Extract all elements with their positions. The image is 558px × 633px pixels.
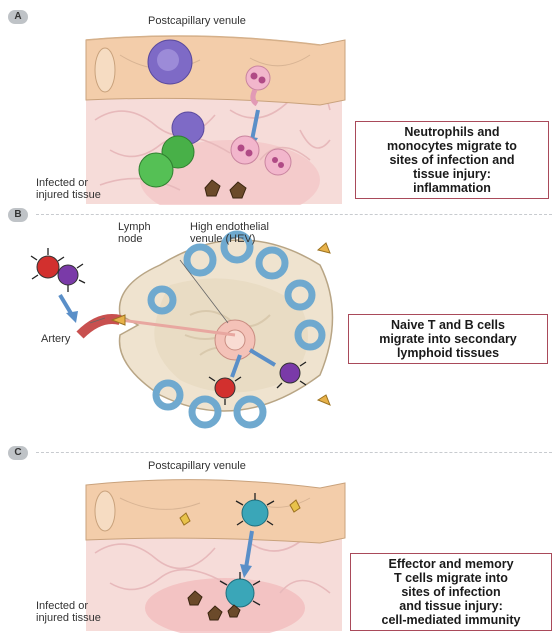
panel-c-caption-line: sites of infection	[382, 585, 521, 599]
panel-c-venule	[86, 480, 345, 543]
hev-label: High endothelial venule (HEV)	[190, 221, 269, 245]
panel-b-caption-line: lymphoid tissues	[379, 346, 517, 360]
memory-t-cell	[226, 579, 254, 607]
t-cell	[215, 378, 235, 398]
panel-b-caption-line: Naive T and B cells	[379, 318, 517, 332]
lymph-node-label-line1: Lymph	[118, 221, 151, 233]
panel-c-tissue-label: Infected or injured tissue	[36, 600, 101, 624]
panel-c-caption-line: Effector and memory	[382, 557, 521, 571]
b-cell	[280, 363, 300, 383]
panel-c-caption: Effector and memory T cells migrate into…	[350, 553, 552, 631]
panel-a-tissue-label-line1: Infected or	[36, 177, 101, 189]
panel-a-caption-line: inflammation	[387, 181, 517, 195]
panel-b: B	[0, 205, 558, 440]
hev-label-line2: venule (HEV)	[190, 233, 269, 245]
panel-a-venule	[86, 36, 345, 105]
artery-label: Artery	[41, 333, 70, 345]
panel-a: A Postcapillary venule	[0, 0, 558, 205]
panel-c-caption-line: and tissue injury:	[382, 599, 521, 613]
panel-a-caption-line: Neutrophils and	[387, 125, 517, 139]
panel-c-caption-line: T cells migrate into	[382, 571, 521, 585]
panel-c-tissue-label-line2: injured tissue	[36, 612, 101, 624]
panel-b-caption-line: migrate into secondary	[379, 332, 517, 346]
panel-a-caption: Neutrophils and monocytes migrate to sit…	[355, 121, 549, 199]
naive-lymphocytes-outside	[31, 248, 85, 292]
panel-c-caption-line: cell-mediated immunity	[382, 613, 521, 627]
panel-a-tissue-label-line2: injured tissue	[36, 189, 101, 201]
hev-label-line1: High endothelial	[190, 221, 269, 233]
panel-a-caption-line: sites of infection and	[387, 153, 517, 167]
panel-a-caption-line: monocytes migrate to	[387, 139, 517, 153]
panel-b-caption: Naive T and B cells migrate into seconda…	[348, 314, 548, 364]
panel-c-tissue-label-line1: Infected or	[36, 600, 101, 612]
neutrophil	[246, 66, 270, 90]
lymph-node-label: Lymph node	[118, 221, 151, 245]
lymph-node-label-line2: node	[118, 233, 151, 245]
effector-t-cell	[242, 500, 268, 526]
panel-a-tissue-label: Infected or injured tissue	[36, 177, 101, 201]
panel-c: C Postcapillary venule	[0, 443, 558, 633]
artery	[80, 319, 120, 335]
panel-a-caption-line: tissue injury:	[387, 167, 517, 181]
